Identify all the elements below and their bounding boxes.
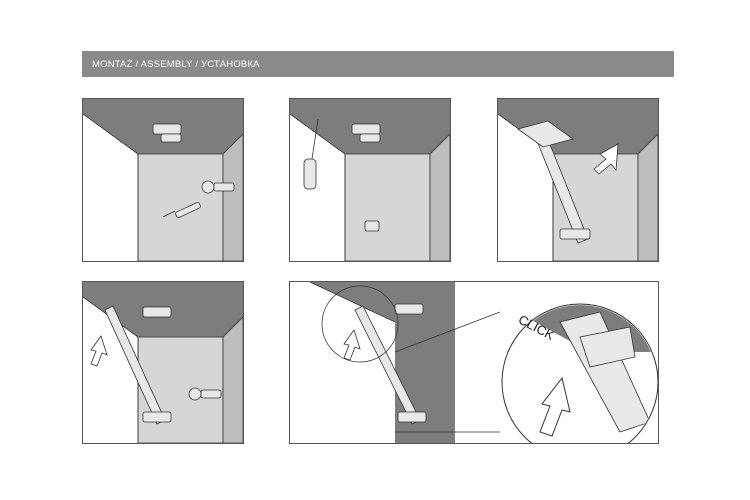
- step-1-illustration: [83, 99, 243, 261]
- arrow-icon: [593, 143, 619, 175]
- hinge-bracket-icon: [351, 123, 381, 143]
- step-2-illustration: [290, 99, 450, 261]
- step-4-panel: [82, 281, 244, 444]
- screw-parts-icon: [162, 180, 235, 218]
- stay-arm-icon: [104, 305, 172, 425]
- stay-arm-icon: [517, 120, 591, 244]
- arrow-icon: [90, 335, 108, 367]
- step-3-illustration: [498, 99, 658, 261]
- step-5-panel: CLICK: [289, 281, 659, 444]
- step-3-panel: [497, 98, 659, 262]
- step-5-illustration: CLICK: [290, 282, 658, 443]
- arrow-icon: [539, 376, 571, 437]
- detail-circle-small: [321, 285, 399, 363]
- stay-arm-icon: [354, 303, 427, 425]
- stay-arm-detail-icon: [559, 311, 651, 433]
- screwdriver-icon: [303, 118, 319, 190]
- small-bracket-icon: [364, 220, 380, 232]
- step-2-panel: [289, 98, 451, 262]
- arrow-icon: [343, 329, 361, 361]
- screw-parts-icon: [188, 387, 222, 401]
- step-1-panel: [82, 98, 244, 262]
- hinge-bracket-icon: [152, 123, 182, 143]
- step-4-illustration: [83, 282, 243, 443]
- section-header: MONTAŻ / ASSEMBLY / УСТАНОВКА: [82, 51, 674, 77]
- section-title: MONTAŻ / ASSEMBLY / УСТАНОВКА: [92, 58, 260, 70]
